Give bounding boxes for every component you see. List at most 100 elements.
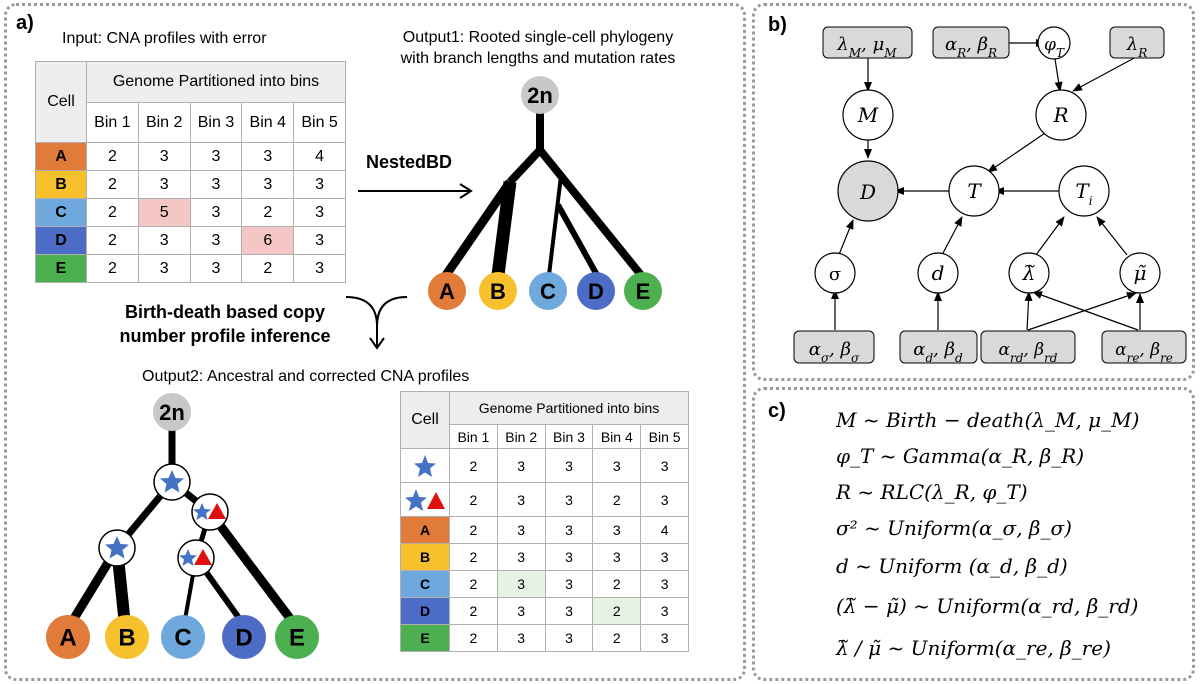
- equation-d: d ~ Uniform (α_d, β_d): [836, 554, 1068, 578]
- table-cell: 2: [449, 543, 498, 571]
- leaf-label: B: [490, 279, 506, 304]
- root-node: [153, 393, 191, 431]
- leaf-label: D: [588, 279, 604, 304]
- leaf-node-a: [46, 615, 90, 659]
- star-icon: [414, 454, 436, 477]
- star-triangle-row-label: [400, 482, 450, 517]
- table-cell: 3: [189, 226, 243, 255]
- table-cell: 3: [544, 482, 594, 517]
- corrected-cell: 3: [496, 570, 546, 598]
- panel-c-letter: c): [768, 400, 786, 422]
- table-group-header: Genome Partitioned into bins: [86, 61, 346, 103]
- table-cell: 3: [137, 142, 191, 171]
- bin-header: Bin 1: [86, 102, 139, 143]
- table-cell: 3: [544, 570, 594, 598]
- table-cell: 3: [640, 482, 689, 517]
- table-cell: 3: [189, 254, 243, 283]
- root-label: 2n: [159, 400, 185, 425]
- cell-label: A: [400, 516, 450, 544]
- node-label: d: [932, 261, 945, 285]
- panel-a: [4, 3, 746, 681]
- hyperparam-lambdaR: [1109, 26, 1165, 59]
- hyperparam-label: λR: [1126, 34, 1147, 60]
- equation-M: M ~ Birth − death(λ_M, μ_M): [836, 408, 1140, 432]
- table-cell: 3: [640, 624, 689, 652]
- leaf-label: E: [636, 279, 651, 304]
- leaf-label: C: [174, 625, 191, 652]
- hyperparam-alpha-sigma: [793, 330, 875, 364]
- cell-label: E: [35, 254, 87, 283]
- table-cell: 2: [592, 624, 642, 652]
- table-cell: 2: [449, 448, 498, 483]
- leaf-label: E: [289, 625, 305, 652]
- bin-header: Bin 5: [293, 102, 346, 143]
- tree-branch: [507, 147, 543, 185]
- node-T: [948, 165, 1000, 217]
- table-cell: 2: [86, 254, 139, 283]
- ancestral-node-star-triangle: [191, 493, 229, 531]
- panel-b-letter: b): [768, 14, 787, 36]
- cell-label: E: [400, 624, 450, 652]
- node-d: [917, 252, 959, 294]
- hyperparam-alpha-rd: [980, 330, 1076, 364]
- inference-label: Birth-death based copy number profile in…: [80, 300, 370, 348]
- node-M: [842, 89, 894, 141]
- bin-header: Bin 4: [592, 424, 642, 449]
- table-cell-header: Cell: [400, 391, 450, 449]
- triangle-icon: [194, 549, 212, 565]
- table-row: A 2 3 3 3 4: [35, 142, 346, 171]
- hyperparam-label: αre, βre: [1115, 340, 1173, 365]
- equation-phiT: φ_T ~ Gamma(α_R, β_R): [836, 444, 1085, 468]
- star-icon: [160, 470, 184, 493]
- output1-caption-line2: with branch lengths and mutation rates: [400, 50, 676, 67]
- table-row: C 2 5 3 2 3: [35, 198, 346, 227]
- tree-branch: [442, 179, 514, 278]
- table-row: B 2 3 3 3 3: [400, 543, 689, 571]
- hyperparam-label: αd, βd: [913, 339, 963, 365]
- leaf-node-d: [577, 272, 615, 310]
- bin-header: Bin 5: [640, 424, 689, 449]
- output1-caption: Output1: Rooted single-cell phylogeny wi…: [358, 27, 718, 69]
- table-row: 2 3 3 3 3: [400, 448, 689, 483]
- bin-header: Bin 1: [449, 424, 498, 449]
- node-label: M: [857, 103, 879, 127]
- table-cell: 2: [449, 597, 498, 625]
- cell-label: B: [35, 170, 87, 199]
- table-cell: 3: [496, 624, 546, 652]
- cell-label: C: [35, 198, 87, 227]
- leaf-node-c: [529, 272, 567, 310]
- output2-caption: Output2: Ancestral and corrected CNA pro…: [142, 368, 470, 385]
- star-icon: [405, 488, 427, 511]
- table-cell: 2: [449, 570, 498, 598]
- node-mu-tilde: [1119, 252, 1161, 294]
- hyperparam-label: αR, βR: [945, 34, 997, 60]
- root-node: [521, 76, 559, 114]
- table-cell: 3: [293, 198, 346, 227]
- table-cell: 3: [293, 254, 346, 283]
- table-cell: 2: [241, 254, 295, 283]
- cell-label: D: [35, 226, 87, 255]
- panel-a-letter: a): [16, 12, 34, 34]
- hyperparam-alphaR-betaR: [932, 26, 1010, 59]
- leaf-label: B: [118, 625, 135, 652]
- panel-c: [752, 387, 1195, 681]
- table-cell: 3: [496, 516, 546, 544]
- table-cell-header: Cell: [35, 61, 87, 143]
- table-row: 2 3 3 2 3: [400, 482, 689, 517]
- output-cna-table: Cell Genome Partitioned into bins Bin 1 …: [400, 391, 689, 652]
- tree-branch: [491, 181, 517, 276]
- node-label: σ: [829, 264, 841, 285]
- node-R: [1035, 89, 1087, 141]
- star-icon: [193, 503, 211, 520]
- leaf-label: A: [439, 279, 455, 304]
- star-icon: [179, 549, 197, 566]
- leaf-label: D: [235, 625, 252, 652]
- tree-branch: [206, 509, 299, 628]
- output1-caption-line1: Output1: Rooted single-cell phylogeny: [402, 29, 674, 46]
- leaf-node-e: [624, 272, 662, 310]
